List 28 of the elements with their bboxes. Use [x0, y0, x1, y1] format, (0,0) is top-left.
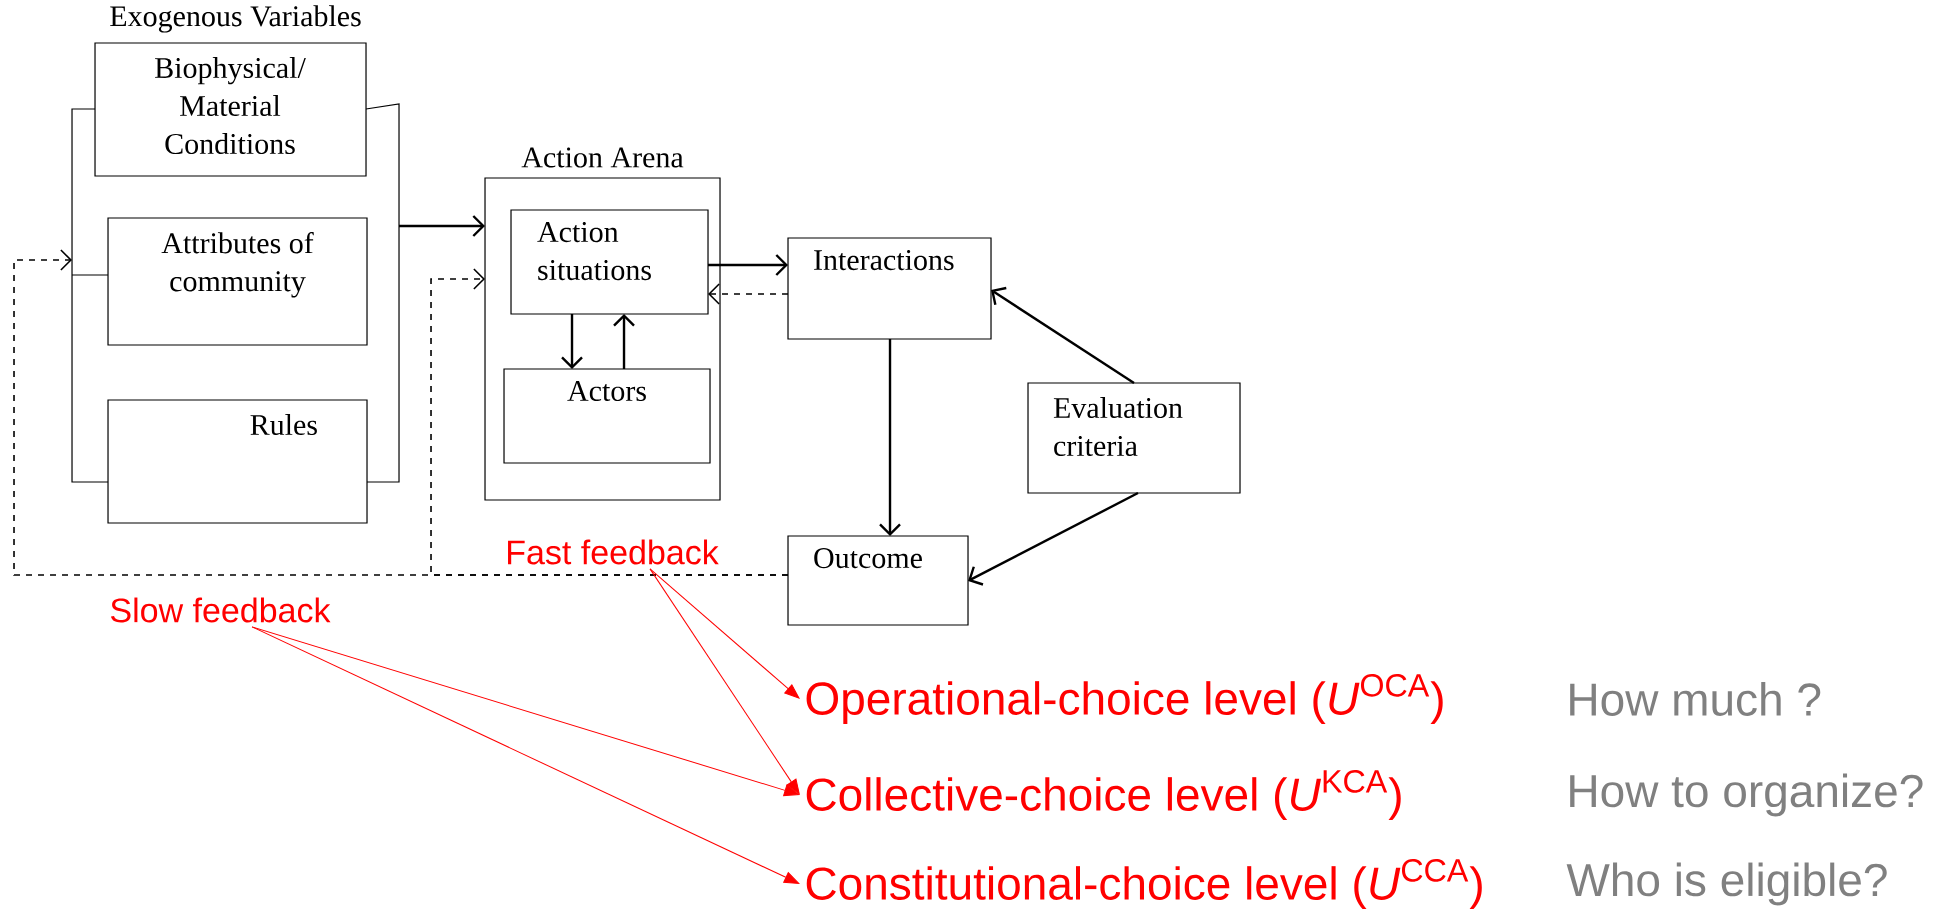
arrow — [399, 215, 485, 237]
level-text: Constitutional-choice level (U$^{CCA}$) — [806, 858, 1482, 910]
arrow — [430, 268, 789, 576]
arrow — [991, 286, 1135, 384]
process-box: Rules — [107, 399, 368, 524]
process-box: Action situations — [510, 209, 709, 315]
arrow — [968, 491, 1139, 586]
arrow — [708, 254, 788, 276]
question-text: How to organize? — [1570, 773, 1923, 817]
level-text: Collective-choice level (U$^{KCA}$) — [806, 769, 1401, 821]
arrow — [613, 314, 635, 369]
process-box: Interactions — [787, 237, 992, 340]
question-text: Who is eligible? — [1566, 862, 1887, 906]
arrow — [561, 314, 583, 369]
feedback-label: Slow feedback — [111, 597, 331, 623]
feedback-label: Fast feedback — [508, 539, 719, 565]
process-box: Evaluation criteria — [1027, 382, 1241, 494]
arrow — [649, 568, 800, 795]
level-text: Operational-choice level (U$^{OCA}$) — [806, 673, 1443, 725]
process-box: Outcome — [787, 535, 969, 626]
arrow — [879, 339, 901, 536]
arrow — [251, 626, 800, 884]
arrow — [649, 568, 800, 699]
arena-heading: Action Arena — [521, 147, 684, 168]
question-text: How much ? — [1570, 682, 1821, 716]
process-box: Actors — [503, 368, 711, 464]
group-heading: Exogenous Variables — [110, 5, 361, 33]
arrow — [708, 283, 789, 305]
